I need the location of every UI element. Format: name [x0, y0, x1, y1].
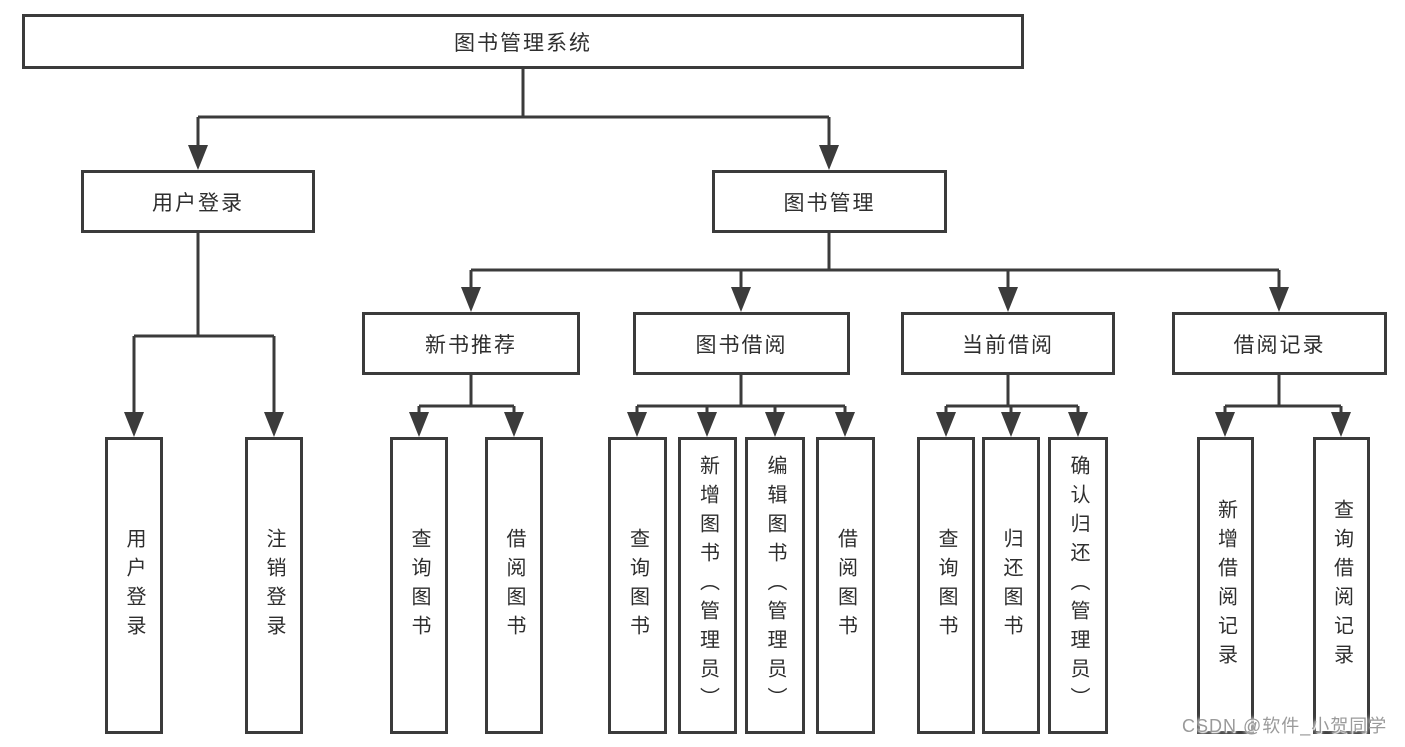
node-root-label: 图书管理系统 — [454, 31, 592, 55]
node-cb-return-book-label: 归还图书 — [1000, 527, 1022, 644]
arrowhead — [1331, 412, 1351, 437]
node-book-borrow: 图书借阅 — [633, 312, 850, 375]
arrowhead — [461, 287, 481, 312]
node-bb-edit-book-label: 编辑图书（管理员） — [764, 455, 786, 716]
node-nb-query-book-label: 查询图书 — [408, 527, 430, 644]
arrowhead — [409, 412, 429, 437]
node-br-query-record-label: 查询借阅记录 — [1330, 498, 1353, 673]
arrowhead — [627, 412, 647, 437]
node-bb-add-book-label: 新增图书（管理员） — [696, 455, 719, 716]
node-bb-query-book-label: 查询图书 — [626, 527, 649, 644]
node-br-add-record: 新增借阅记录 — [1197, 437, 1254, 734]
node-nb-query-book: 查询图书 — [390, 437, 448, 734]
node-cb-confirm-return: 确认归还（管理员） — [1048, 437, 1108, 734]
node-bb-borrow-book-label: 借阅图书 — [834, 527, 857, 644]
arrowhead — [124, 412, 144, 437]
arrowhead — [765, 412, 785, 437]
node-cb-return-book: 归还图书 — [982, 437, 1040, 734]
arrowhead — [264, 412, 284, 437]
node-bb-query-book: 查询图书 — [608, 437, 667, 734]
arrowhead — [819, 145, 839, 170]
connector-root — [196, 69, 831, 162]
node-cb-query-book: 查询图书 — [917, 437, 975, 734]
arrowhead — [731, 287, 751, 312]
connector-user-login — [132, 233, 276, 429]
connector-book-borrow — [635, 375, 847, 429]
node-user-login-label: 用户登录 — [152, 191, 244, 215]
node-book-mgmt-label: 图书管理 — [783, 191, 876, 215]
node-leaf-logout-label: 注销登录 — [263, 527, 285, 644]
node-root: 图书管理系统 — [22, 14, 1024, 69]
node-book-borrow-label: 图书借阅 — [695, 333, 788, 357]
arrowhead — [188, 145, 208, 170]
node-nb-borrow-book: 借阅图书 — [485, 437, 543, 734]
connector-book-mgmt — [469, 233, 1281, 304]
node-leaf-logout: 注销登录 — [245, 437, 303, 734]
node-br-add-record-label: 新增借阅记录 — [1214, 498, 1237, 673]
node-leaf-user-login-label: 用户登录 — [123, 527, 145, 644]
connector-new-book-rec — [417, 375, 516, 429]
arrowhead — [1215, 412, 1235, 437]
arrowhead — [697, 412, 717, 437]
node-user-login: 用户登录 — [81, 170, 315, 233]
arrowhead — [1001, 412, 1021, 437]
arrowhead — [998, 287, 1018, 312]
node-nb-borrow-book-label: 借阅图书 — [503, 527, 525, 644]
arrowhead — [835, 412, 855, 437]
node-borrow-record: 借阅记录 — [1172, 312, 1387, 375]
node-cb-confirm-return-label: 确认归还（管理员） — [1067, 455, 1089, 716]
node-current-borrow-label: 当前借阅 — [962, 333, 1054, 357]
node-borrow-record-label: 借阅记录 — [1233, 333, 1326, 357]
node-br-query-record: 查询借阅记录 — [1313, 437, 1370, 734]
csdn-watermark: CSDN @软件_小贺同学 — [1182, 716, 1388, 736]
arrowhead — [1269, 287, 1289, 312]
node-cb-query-book-label: 查询图书 — [935, 527, 957, 644]
node-bb-borrow-book: 借阅图书 — [816, 437, 875, 734]
connector-borrow-record — [1223, 375, 1343, 429]
arrowhead — [504, 412, 524, 437]
node-leaf-user-login: 用户登录 — [105, 437, 163, 734]
node-bb-edit-book: 编辑图书（管理员） — [745, 437, 805, 734]
arrowhead — [1068, 412, 1088, 437]
node-book-mgmt: 图书管理 — [712, 170, 947, 233]
node-new-book-rec: 新书推荐 — [362, 312, 580, 375]
arrowhead — [936, 412, 956, 437]
node-bb-add-book: 新增图书（管理员） — [678, 437, 737, 734]
node-current-borrow: 当前借阅 — [901, 312, 1115, 375]
node-new-book-rec-label: 新书推荐 — [425, 333, 517, 357]
